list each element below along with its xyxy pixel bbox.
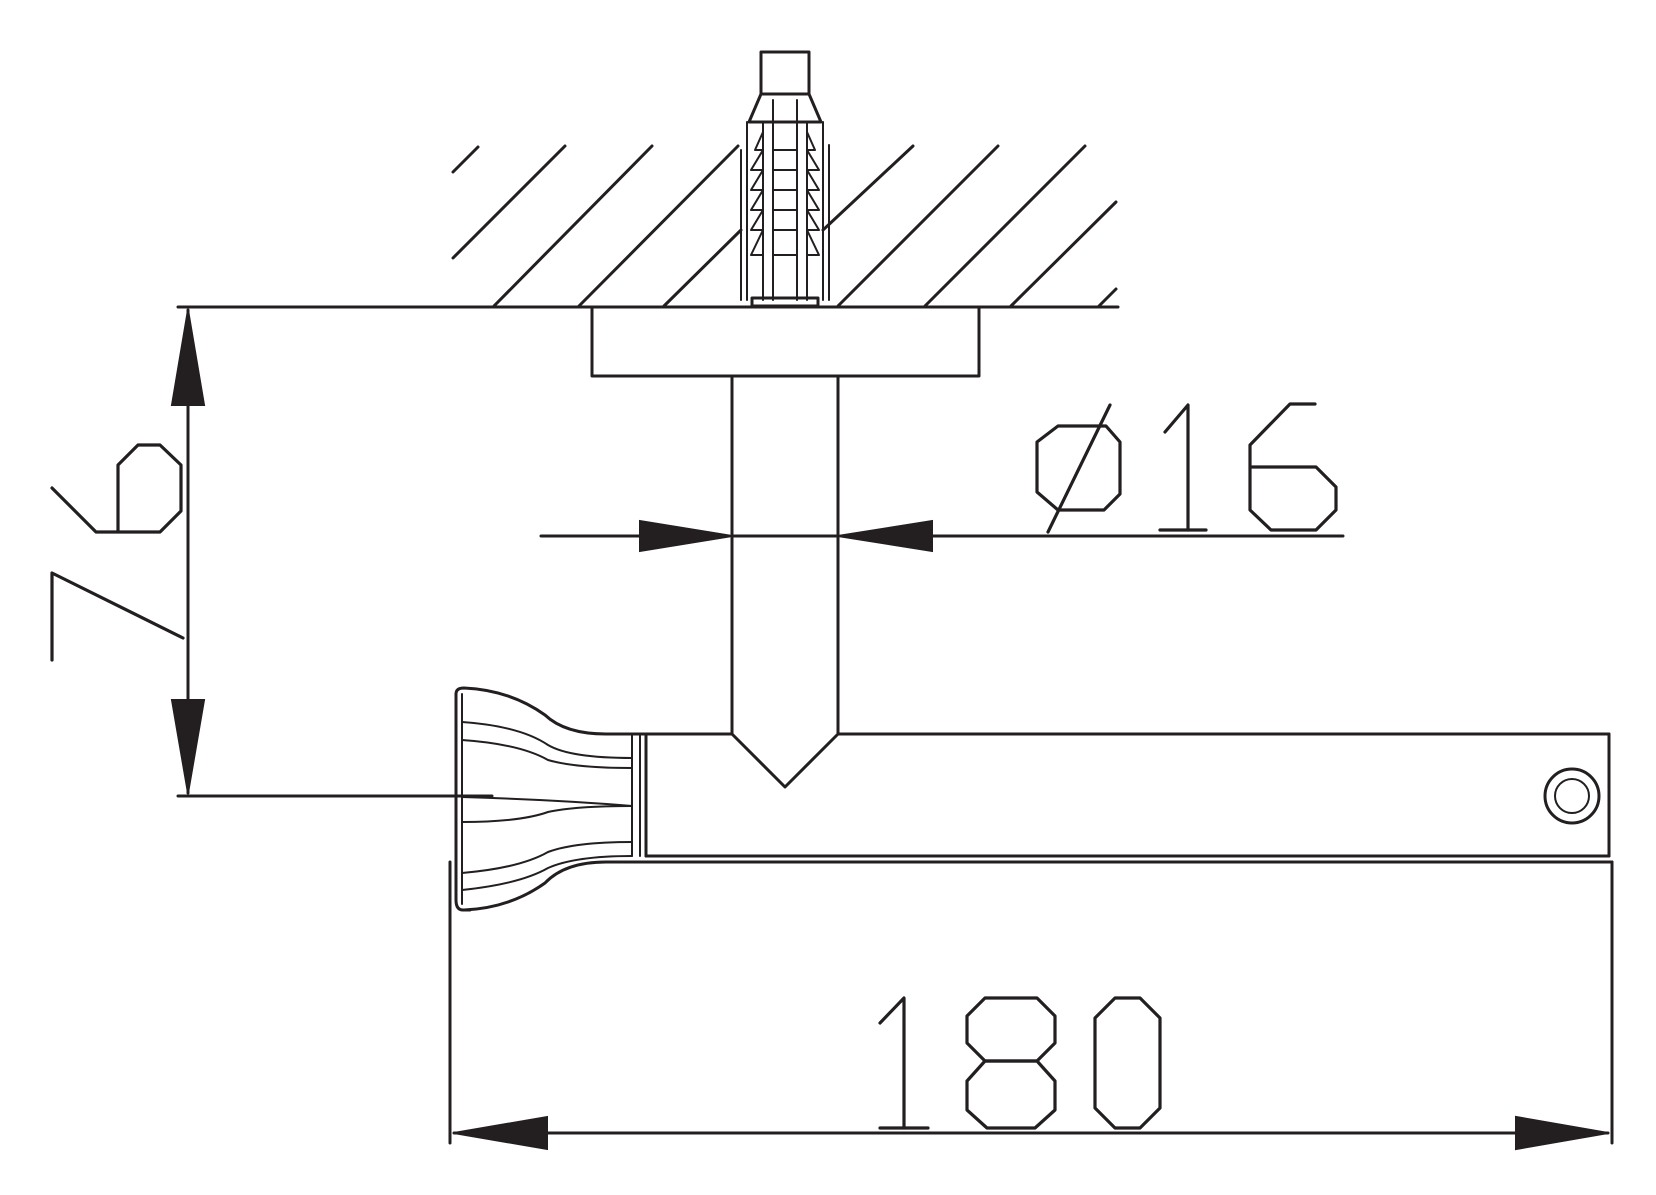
diameter-value: 16: [1200, 479, 1202, 481]
base-plate: [590, 305, 981, 378]
arrow-right-icon: [639, 519, 733, 553]
diameter-symbol: ø: [1100, 478, 1101, 481]
arrow-down-icon: [170, 699, 206, 794]
arrow-up-icon: [170, 309, 206, 406]
towel-bar: [604, 732, 1614, 864]
dimension-diameter-label: ø 16: [1035, 402, 1338, 534]
wall-hatching: [451, 144, 1118, 308]
dimension-height: 76: [50, 308, 494, 798]
arrow-left-icon: [453, 1115, 548, 1151]
wall-anchor-dowel: [740, 50, 830, 308]
end-cap: [454, 686, 633, 912]
dimension-length: 180: [448, 860, 1614, 1151]
dimension-length-label: 180: [878, 996, 1162, 1130]
height-value: 76: [100, 599, 102, 601]
length-value: 180: [1000, 1079, 1002, 1081]
arrow-left-icon: [837, 519, 933, 553]
arrow-right-icon: [1515, 1115, 1609, 1151]
dimension-height-label: 76: [50, 443, 185, 662]
end-screw-icon: [1543, 767, 1601, 825]
stem-rod: [730, 374, 840, 789]
dimension-diameter: ø 16: [539, 402, 1345, 553]
